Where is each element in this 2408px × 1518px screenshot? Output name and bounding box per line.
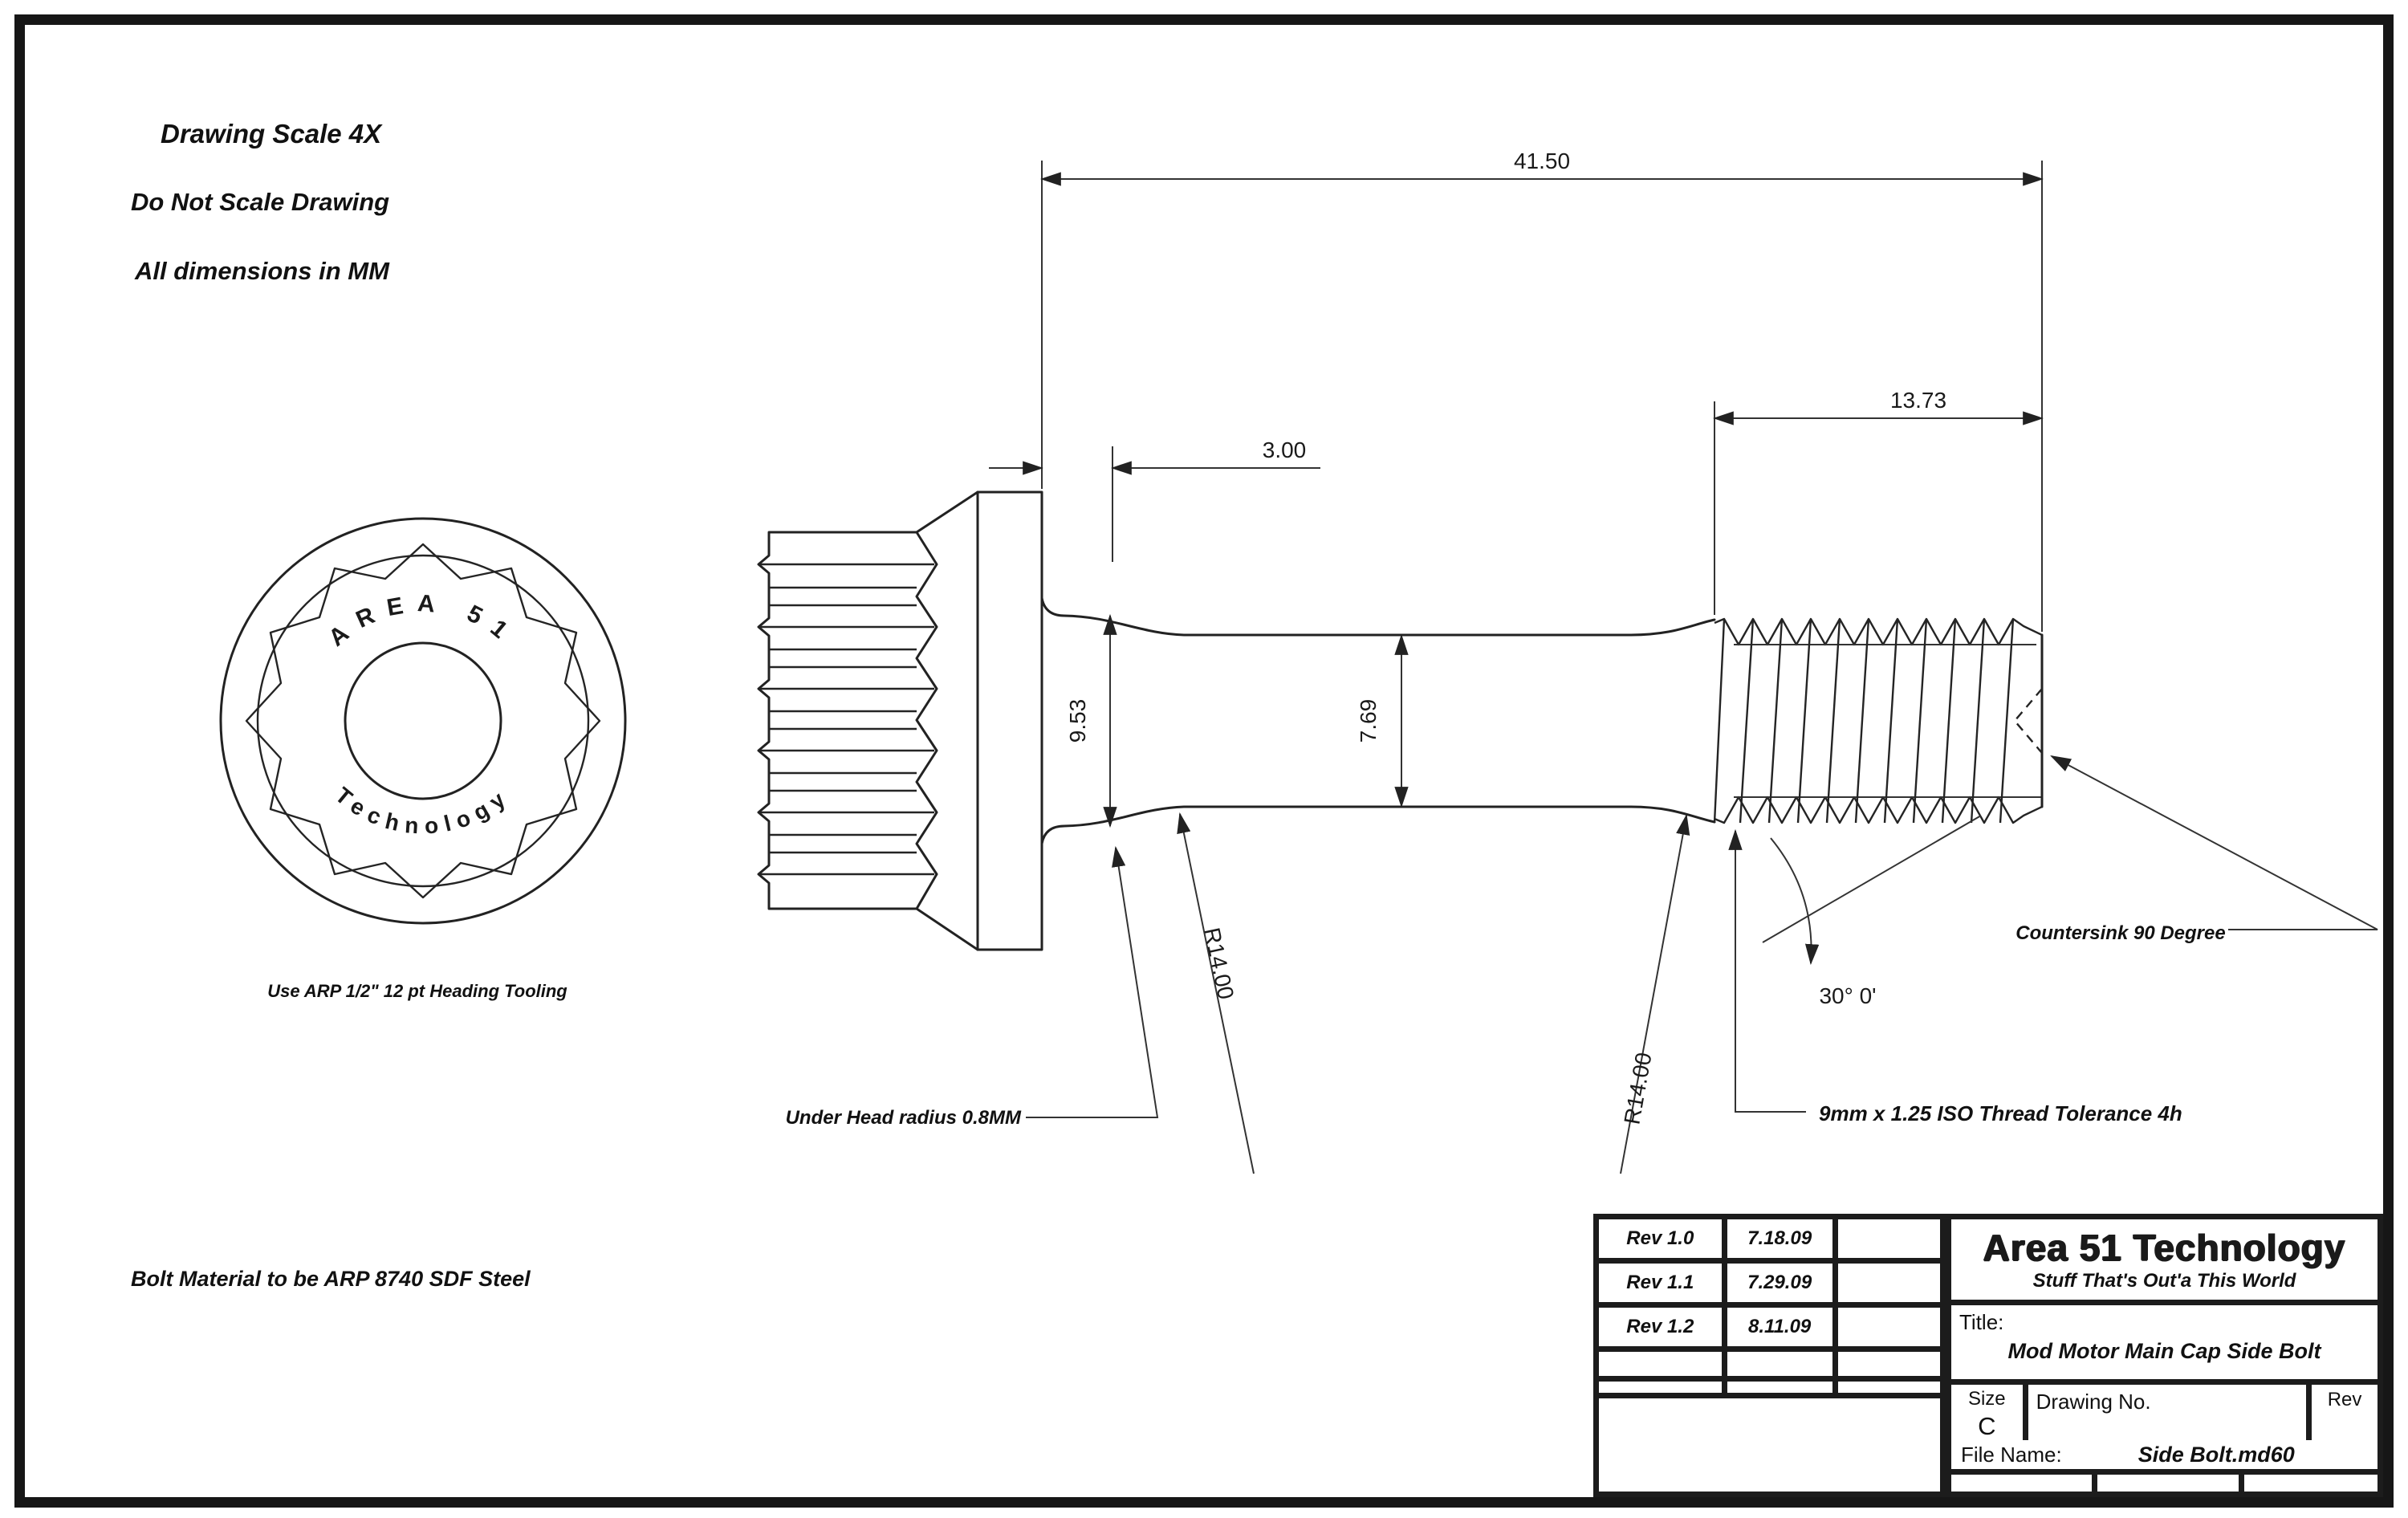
dim-radius-2: R14.00 [1619,1051,1656,1126]
rev-date-cell: 7.18.09 [1727,1219,1832,1258]
company-name: Area 51 Technology [1983,1227,2346,1269]
note-bolt-material: Bolt Material to be ARP 8740 SDF Steel [131,1267,531,1291]
drawing-no-cell: Drawing No. [2028,1385,2307,1441]
dim-overall-length: 41.50 [1514,149,1570,173]
label-thread-spec: 9mm x 1.25 ISO Thread Tolerance 4h [1819,1101,2182,1125]
dim-under-head-length: 3.00 [1263,437,1307,462]
rev-label-cell: Rev 1.1 [1599,1264,1722,1302]
bottom-empty-cell [2097,1475,2239,1492]
shank-bottom-edge [1040,805,1716,845]
thread-crest-top [1714,617,2043,646]
note-drawing-scale: Drawing Scale 4X [161,119,382,149]
thread-crest-bottom [1714,796,2043,824]
dim-neck-diameter: 7.69 [1356,699,1381,743]
size-value: C [1978,1412,1996,1440]
size-drawing-rev-row: Size C Drawing No. Rev [1951,1385,2377,1441]
flange [976,490,1043,951]
rev-empty-cell [1837,1219,1940,1258]
rev-date-cell: 8.11.09 [1727,1308,1832,1346]
bolt-side-view [757,490,2044,951]
drawing-title-cell: Title: Mod Motor Main Cap Side Bolt [1951,1305,2377,1379]
bottom-empty-cell [1951,1475,2092,1492]
rev-empty-cell [1727,1382,1832,1393]
brand-arc-bottom: Technology [331,783,515,839]
dim-thread-length: 13.73 [1890,388,1946,413]
file-name-row: File Name: Side Bolt.md60 [1951,1440,2377,1469]
title-block: Area 51 Technology Stuff That's Out'a Th… [1946,1214,2383,1497]
rev-empty-cell [1727,1352,1832,1376]
label-under-head-radius: Under Head radius 0.8MM [786,1107,1022,1129]
label-countersink: Countersink 90 Degree [2015,922,2225,944]
revision-table: Rev 1.0 7.18.09 Rev 1.1 7.29.09 Rev 1.2 … [1593,1214,1946,1497]
rev-empty-cell [1599,1352,1722,1376]
head-end-view: AREA 51 Technology [219,517,627,925]
title-block-bottom-row [1951,1475,2377,1492]
rev-empty-cell [1599,1382,1722,1393]
head-facet-lines [759,563,934,876]
dim-shank-diameter: 9.53 [1065,699,1090,743]
rev-date-cell: 7.29.09 [1727,1264,1832,1302]
rev-empty-cell [1837,1308,1940,1346]
bottom-empty-cell [2243,1475,2377,1492]
rev-notes-area [1599,1398,1940,1492]
note-units: All dimensions in MM [135,257,389,285]
countersink-hidden-line [2013,688,2043,754]
dimensions: 41.50 13.73 3.00 9.53 7.69 R14.00 R14.00… [786,149,2378,1174]
twelve-point-star [245,543,601,899]
file-name-value: Side Bolt.md60 [2138,1442,2295,1467]
drawing-title: Mod Motor Main Cap Side Bolt [2007,1339,2321,1363]
dim-thread-angle: 30° 0' [1819,983,1876,1008]
shank-top-edge [1040,596,1716,637]
drawing-border-frame [14,14,2394,1508]
rev-empty-cell [1837,1352,1940,1376]
title-label: Title: [1959,1310,2004,1334]
company-header-cell: Area 51 Technology Stuff That's Out'a Th… [1951,1219,2377,1300]
file-name-label: File Name: [1961,1442,2062,1467]
thread-flank-lines [1713,618,2015,824]
dim-radius-1: R14.00 [1199,926,1239,1002]
rev-empty-cell [1837,1264,1940,1302]
head-serrated-outline [757,531,938,910]
rev-header-cell: Rev [2312,1385,2377,1441]
rev-label-cell: Rev 1.2 [1599,1308,1722,1346]
company-tagline: Stuff That's Out'a This World [2032,1269,2296,1292]
note-do-not-scale: Do Not Scale Drawing [131,188,390,216]
rev-empty-cell [1837,1382,1940,1393]
size-cell: Size C [1951,1385,2023,1441]
rev-label-cell: Rev 1.0 [1599,1219,1722,1258]
note-heading-tooling: Use ARP 1/2" 12 pt Heading Tooling [267,981,567,1001]
size-label: Size [1967,1388,2006,1410]
